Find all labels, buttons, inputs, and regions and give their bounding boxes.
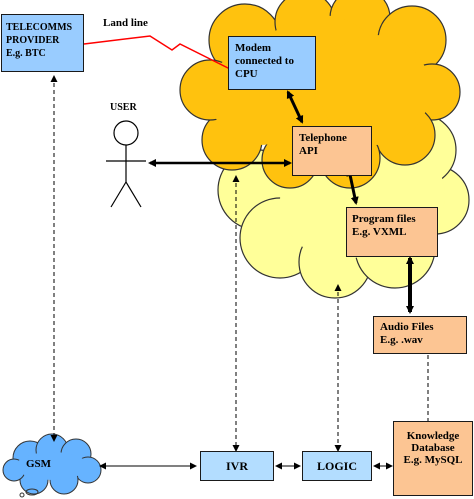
- telecomms-provider-text: TELECOMMS PROVIDER E.g. BTC: [6, 22, 73, 59]
- program-files-text: Program files E.g. VXML: [352, 213, 416, 238]
- user-stick-figure: [106, 120, 146, 208]
- solid-connectors: [99, 90, 414, 470]
- modem-text: Modem connected to CPU: [235, 42, 294, 80]
- gsm-label: GSM: [26, 458, 52, 470]
- modem-box: Modem connected to CPU: [228, 36, 316, 90]
- land-line: [83, 35, 233, 71]
- audio-files-text: Audio Files E.g. .wav: [380, 321, 434, 346]
- telephone-api-box: Telephone API: [292, 126, 372, 176]
- ivr-text: IVR: [225, 459, 248, 473]
- user-label: USER: [110, 102, 137, 113]
- audio-files-box: Audio Files E.g. .wav: [373, 316, 467, 354]
- modem-api-arrow: [286, 90, 304, 124]
- logic-text: LOGIC: [316, 459, 357, 473]
- ivr-box: IVR: [200, 451, 274, 481]
- knowledge-database-box: Knowledge Database E.g. MySQL: [393, 421, 473, 496]
- land-line-label: Land line: [103, 17, 148, 29]
- logic-box: LOGIC: [302, 451, 372, 481]
- telephone-api-text: Telephone API: [299, 132, 347, 157]
- gsm-cloud: [2, 433, 102, 498]
- dashed-connectors: [50, 75, 429, 452]
- knowledge-database-text: Knowledge Database E.g. MySQL: [403, 430, 463, 466]
- program-files-box: Program files E.g. VXML: [346, 207, 438, 257]
- telecomms-provider-box: TELECOMMS PROVIDER E.g. BTC: [1, 14, 84, 72]
